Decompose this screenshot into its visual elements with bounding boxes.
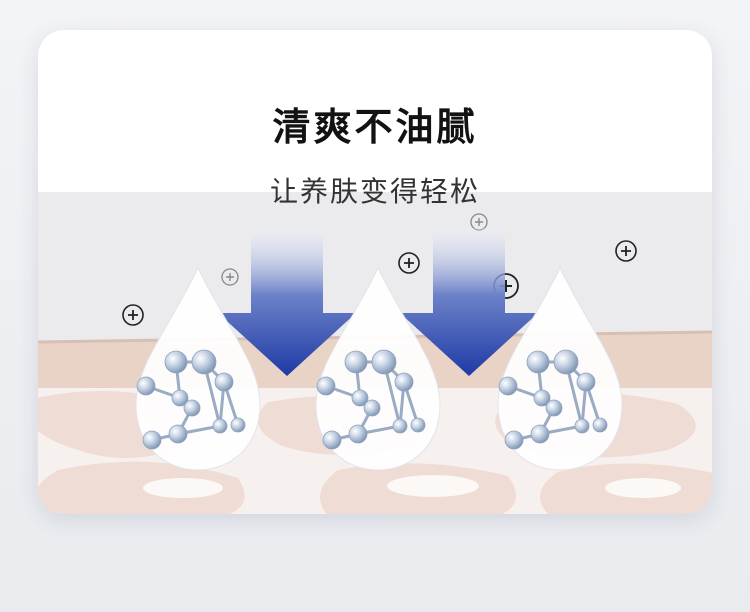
- absorption-arrow-right: [400, 228, 538, 376]
- water-drop: [315, 266, 441, 471]
- skin-absorption-illustration: [38, 192, 712, 514]
- plus-icon: [122, 304, 144, 326]
- plus-icon: [615, 240, 637, 262]
- molecule-icon: [316, 349, 426, 450]
- plus-markers: [122, 213, 637, 326]
- water-drop: [497, 266, 623, 471]
- plus-icon: [221, 268, 239, 286]
- promo-card: 清爽不油腻 让养肤变得轻松: [38, 30, 712, 514]
- water-drop: [135, 266, 261, 471]
- page-subtitle: 让养肤变得轻松: [269, 175, 480, 208]
- plus-icon: [398, 252, 420, 274]
- molecule-icon: [136, 349, 246, 450]
- page-title: 清爽不油腻: [272, 105, 478, 149]
- absorption-arrow-left: [218, 228, 356, 376]
- molecule-icon: [498, 349, 608, 450]
